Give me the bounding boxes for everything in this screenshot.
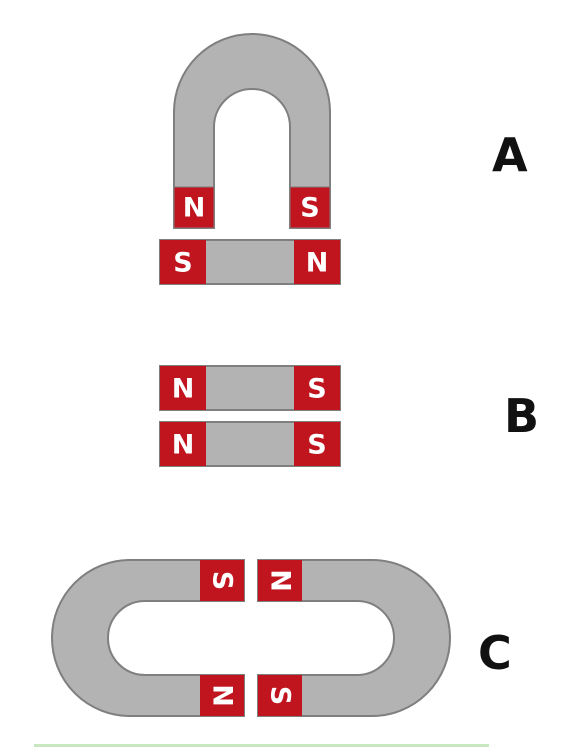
bar-a-left-pole xyxy=(160,240,206,284)
panel-a-bar-magnet: S N xyxy=(159,239,341,285)
panel-c-left-horseshoe-magnet: S N xyxy=(51,559,245,717)
horseshoe-c-left-bottom-pole-label: N xyxy=(207,684,238,707)
bar-b-top-right-pole-label: S xyxy=(307,374,326,405)
bar-b-bottom-right-pole xyxy=(294,422,340,466)
bar-b-top-left-pole-label: N xyxy=(172,374,195,405)
panel-c-right-horseshoe-magnet: N S xyxy=(257,559,451,717)
horseshoe-c-left-top-pole xyxy=(200,560,244,601)
horseshoe-c-right-top-pole-label: N xyxy=(265,569,296,592)
horseshoe-a-right-pole xyxy=(289,186,331,229)
horseshoe-a-body xyxy=(173,33,331,229)
bar-b-top-right-pole xyxy=(294,366,340,410)
panel-b-label: B xyxy=(504,389,540,443)
horseshoe-a-right-pole-label: S xyxy=(300,193,319,224)
panel-b-bottom-bar-magnet: N S xyxy=(159,421,341,467)
horseshoe-c-left-top-pole-label: S xyxy=(207,571,238,590)
panel-b-top-bar-magnet: N S xyxy=(159,365,341,411)
horseshoe-c-left-bottom-pole xyxy=(200,675,244,716)
panel-c-label: C xyxy=(478,626,512,680)
horseshoe-a-left-pole xyxy=(173,186,215,229)
horseshoe-c-right-bottom-pole xyxy=(258,675,302,716)
bar-b-bottom-left-pole-label: N xyxy=(172,430,195,461)
horseshoe-c-right-top-pole xyxy=(258,560,302,601)
bar-b-bottom-left-pole xyxy=(160,422,206,466)
bar-a-left-pole-label: S xyxy=(173,248,192,279)
horseshoe-c-left-body xyxy=(51,559,245,717)
bar-b-top-left-pole xyxy=(160,366,206,410)
horseshoe-c-right-bottom-pole-label: S xyxy=(265,686,296,705)
panel-a-horseshoe-magnet: N S xyxy=(173,33,331,229)
bar-b-bottom-right-pole-label: S xyxy=(307,430,326,461)
bar-a-right-pole xyxy=(294,240,340,284)
horseshoe-c-right-body xyxy=(257,559,451,717)
bar-a-right-pole-label: N xyxy=(306,248,329,279)
horseshoe-a-left-pole-label: N xyxy=(183,193,206,224)
panel-a-label: A xyxy=(492,128,528,182)
bottom-divider xyxy=(34,744,489,747)
